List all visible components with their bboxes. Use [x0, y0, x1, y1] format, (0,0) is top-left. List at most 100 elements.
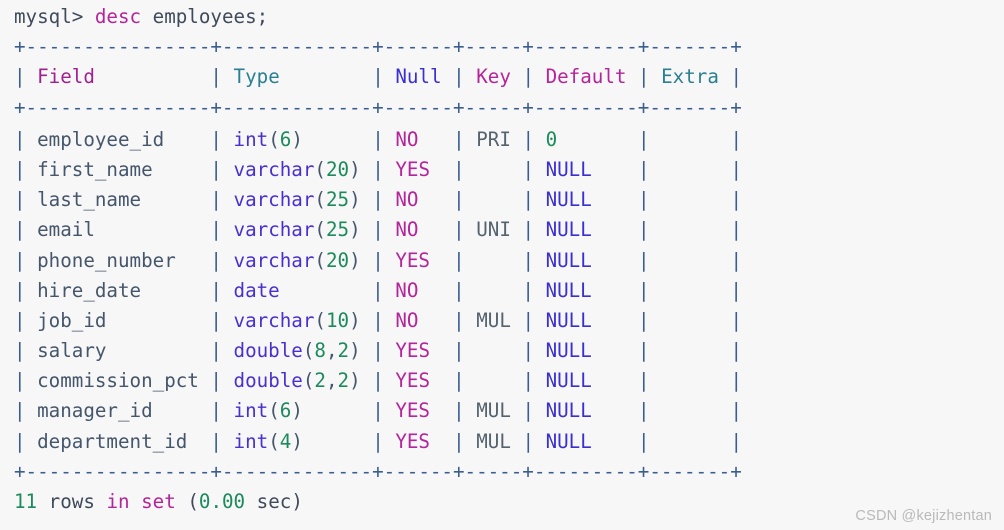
table-row: | job_id | varchar(10) | NO | MUL | NULL… [0, 306, 1004, 336]
cell-divider: | [210, 308, 222, 332]
cell-divider: | [14, 339, 26, 363]
cell-divider: | [522, 65, 534, 89]
pad [384, 128, 396, 151]
pad [650, 188, 662, 211]
pad [476, 249, 522, 272]
cell-key: PRI [476, 127, 511, 151]
cell-divider: | [730, 429, 742, 453]
cell-type-paren-close: ) [349, 339, 361, 363]
pad [442, 65, 454, 88]
pad [476, 158, 522, 181]
cell-divider: | [372, 65, 384, 89]
pad [661, 158, 730, 181]
cell-divider: | [638, 339, 650, 363]
pad [592, 188, 638, 211]
cell-field: job_id [37, 308, 107, 332]
pad [303, 430, 372, 453]
cell-divider: | [210, 218, 222, 242]
cell-divider: | [522, 188, 534, 212]
cell-divider: | [638, 127, 650, 151]
pad [465, 65, 477, 88]
cell-type-name: double [233, 369, 303, 393]
pad [222, 158, 234, 181]
cell-divider: | [210, 157, 222, 181]
pad [430, 339, 453, 362]
pad [26, 128, 38, 151]
pad [26, 188, 38, 211]
cell-nullable: YES [395, 429, 430, 453]
cell-divider: | [453, 399, 465, 423]
cell-divider: | [638, 399, 650, 423]
cell-divider: | [372, 188, 384, 212]
cell-divider: | [453, 369, 465, 393]
header-type: Type [233, 65, 280, 89]
cell-divider: | [730, 339, 743, 363]
table-row: | manager_id | int(6) | YES | MUL | NULL… [0, 396, 1004, 426]
cell-nullable: YES [395, 339, 430, 363]
pad [26, 65, 38, 88]
pad [384, 65, 396, 88]
pad [592, 279, 638, 302]
cell-type-paren-open: ( [302, 339, 315, 363]
pad [534, 399, 546, 422]
cell-type-arg: 25 [325, 218, 350, 242]
cell-type-name: int [233, 127, 269, 151]
cell-type-paren-open: ( [268, 127, 280, 151]
cell-type-arg: 20 [325, 248, 350, 272]
cell-divider: | [453, 339, 465, 363]
cell-type-arg: 10 [325, 308, 350, 332]
pad [661, 188, 730, 211]
cell-divider: | [453, 65, 465, 89]
cell-type-paren-close: ) [349, 218, 361, 242]
pad [361, 188, 373, 211]
pad [661, 279, 730, 302]
cell-divider: | [372, 278, 384, 302]
cell-divider: | [522, 429, 534, 453]
space [245, 490, 257, 513]
pad [465, 249, 477, 272]
pad [511, 128, 523, 151]
header-default: Default [545, 65, 627, 89]
cell-default: NULL [545, 308, 592, 332]
cell-nullable: NO [395, 218, 419, 242]
header-key: Key [476, 65, 511, 89]
cell-divider: | [522, 339, 535, 363]
pad [465, 430, 477, 453]
pad [534, 65, 546, 88]
pad [26, 158, 38, 181]
pad [222, 218, 234, 241]
cell-divider: | [210, 278, 222, 302]
pad [26, 369, 38, 392]
cell-field: hire_date [37, 278, 142, 302]
pad [465, 369, 477, 392]
pad [384, 309, 396, 332]
cell-divider: | [638, 308, 650, 332]
cell-type-name: int [233, 399, 269, 423]
space [95, 490, 107, 513]
cell-field: last_name [37, 188, 142, 212]
cell-divider: | [730, 218, 743, 242]
cell-field: first_name [37, 157, 153, 181]
pad [511, 218, 523, 241]
pad [650, 339, 662, 362]
cell-divider: | [372, 369, 384, 393]
pad [534, 249, 546, 272]
cell-divider: | [210, 248, 222, 272]
cell-divider: | [372, 429, 384, 453]
pad [418, 188, 453, 211]
table-rule-middle: +----------------+-------------+------+-… [14, 95, 742, 119]
cell-type-paren-close: ) [291, 399, 303, 423]
cell-type-arg: 2 [314, 369, 326, 393]
pad [361, 218, 373, 241]
pad [280, 65, 372, 88]
pad [95, 218, 211, 241]
cell-divider: | [638, 188, 650, 212]
space [141, 5, 153, 28]
cell-type-name: varchar [233, 308, 315, 332]
pad [465, 158, 477, 181]
pad [153, 158, 211, 181]
pad [465, 218, 477, 241]
cell-key: MUL [476, 308, 511, 332]
pad [661, 339, 730, 362]
cell-divider: | [210, 65, 222, 89]
